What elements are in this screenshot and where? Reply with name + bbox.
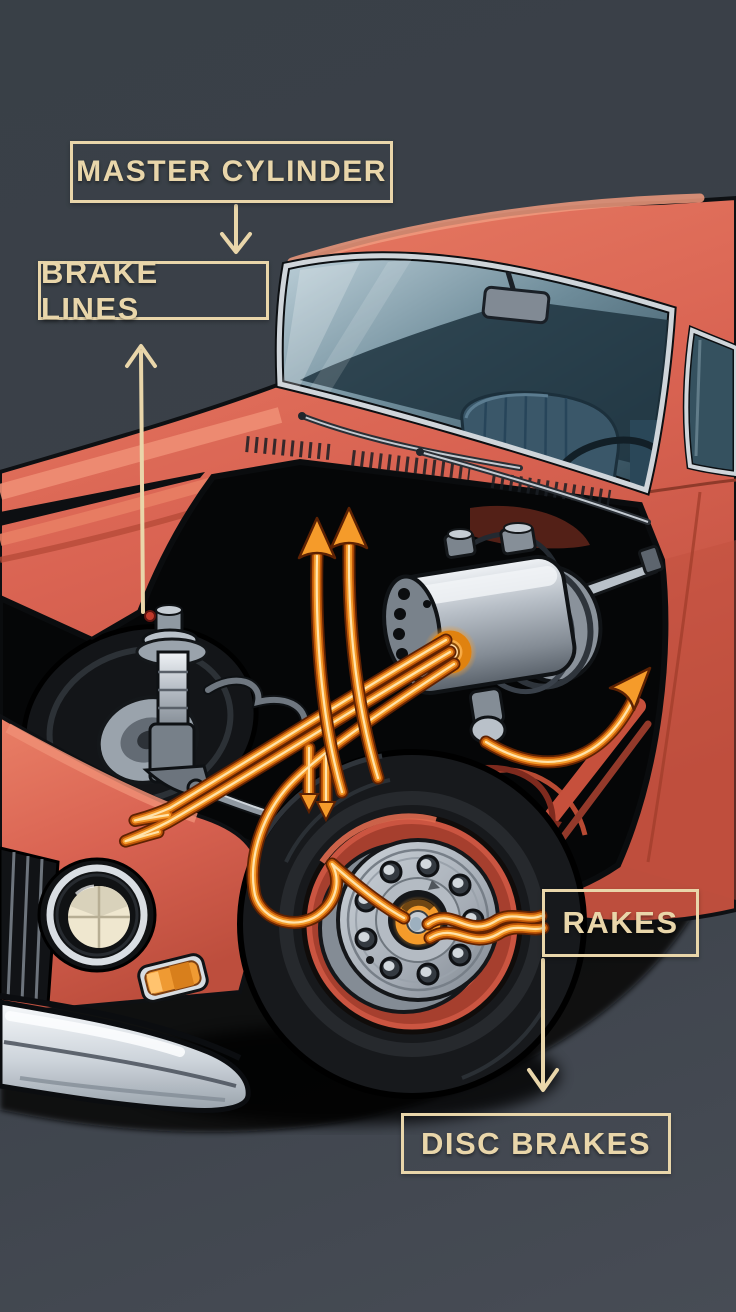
annotation-arrows (125, 204, 559, 1092)
master-cylinder-label-text: MASTER CYLINDER (76, 155, 387, 188)
brake-lines-label-text: BRAKE LINES (41, 254, 159, 326)
rakes-label-text: RAKES (562, 905, 679, 940)
flow-arrows (297, 506, 652, 792)
up-arrowhead (329, 506, 369, 550)
lug-bolts (354, 854, 485, 986)
disc-brakes-label-text: DISC BRAKES (420, 1125, 652, 1161)
disc-brakes-arrow (527, 958, 559, 1092)
brake-lines (126, 640, 543, 939)
roof-highlight (287, 193, 705, 267)
reservoir-valves (443, 522, 559, 568)
bumper (0, 993, 251, 1113)
right-arrowhead (608, 666, 652, 712)
side-window (682, 324, 736, 478)
bleeder-valve (144, 610, 156, 622)
windshield-wipers (298, 412, 651, 525)
turn-signal (137, 953, 209, 1003)
up-arrowhead (297, 516, 337, 560)
rearview-mirror (481, 271, 551, 325)
suspension-strut (135, 604, 214, 798)
front-fascia (0, 713, 263, 1113)
door-seam (646, 491, 702, 863)
master-cylinder-label: MASTER CYLINDER (70, 141, 393, 203)
master-cylinder-arrow (220, 204, 252, 254)
rakes-label: RAKES (542, 889, 699, 957)
cowl-vents (245, 436, 612, 506)
headlight (37, 857, 157, 973)
brake-lines-arrow (125, 344, 157, 614)
hood-gap (0, 472, 205, 526)
disc-brakes-label: DISC BRAKES (401, 1113, 671, 1174)
windshield-trim (276, 253, 675, 494)
brake-lines-label: BRAKE LINES (38, 255, 269, 326)
